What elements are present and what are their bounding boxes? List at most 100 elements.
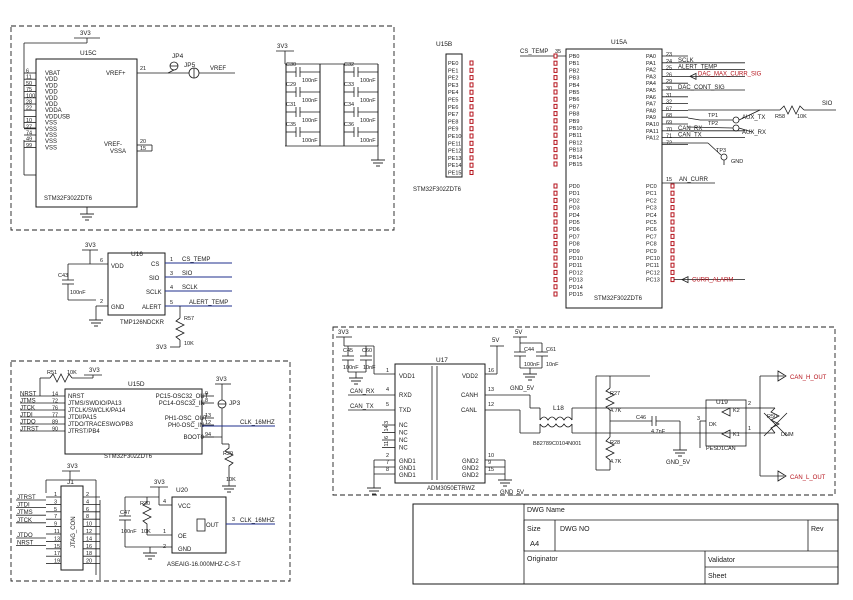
u15a-pin-name: PD1	[569, 191, 580, 197]
tb-validator: Validator	[708, 557, 736, 564]
u20-pin-out: 3	[232, 517, 235, 523]
r58-symbol	[779, 105, 805, 115]
u15c-pin-name: VSS	[45, 133, 57, 139]
u20-vcc: VCC	[178, 504, 191, 510]
u16-sio: SIO	[149, 276, 160, 282]
u15b-pin-name: PE12	[448, 149, 461, 155]
l18-ref: L18	[553, 405, 564, 412]
u16-body	[107, 252, 166, 316]
j1-pin-left: 15	[54, 544, 60, 550]
u15a-pin-marker	[553, 147, 558, 153]
u15d-left-name: NRST	[68, 394, 85, 400]
u15b-pin-marker	[469, 126, 474, 132]
u15c-pin-name: VSS	[45, 121, 57, 127]
c61-value: 10nF	[546, 362, 559, 368]
u15a-pc-name: PC7	[646, 234, 657, 240]
u15d-right-name: PH0-OSC_IN	[168, 423, 204, 429]
u17-pin-gnd2b: 9	[488, 460, 491, 466]
u15b-pin-name: PE3	[448, 83, 458, 89]
u17-pin-canh: 13	[488, 387, 494, 393]
u15c-pin-num: 6	[26, 69, 29, 75]
u15c-pin-name: VBAT	[45, 71, 61, 77]
u16-pin-sio: 3	[170, 271, 173, 277]
u15a-pa-num: 69	[666, 120, 672, 126]
u15b-ref: U15B	[436, 41, 452, 48]
u15d-left-num: 72	[52, 399, 58, 405]
u15a-body	[565, 48, 663, 309]
u15c-pin-num: 49	[26, 137, 32, 143]
u15a-pc-name: PC10	[646, 256, 660, 262]
u15a-pin-name: PB10	[569, 126, 582, 132]
u15b-pin-name: PE6	[448, 105, 458, 111]
r58-value: 10K	[797, 114, 807, 120]
j1-pin-right: 4	[86, 499, 89, 505]
c60-ref: C60	[362, 348, 372, 354]
u15b-pin-marker	[469, 67, 474, 73]
u15a-pa-name: PA4	[646, 81, 656, 87]
cap-value: 100nF	[360, 78, 376, 84]
u15a-pin-marker	[553, 226, 558, 232]
tb-originator: Originator	[527, 556, 558, 563]
jp5-ref: JP5	[184, 62, 196, 69]
u15a-pa-name: PA11	[646, 129, 659, 135]
u15a-pin-marker	[553, 284, 558, 290]
u19-pin1: 1	[748, 426, 751, 432]
u15a-pin-name: PD9	[569, 249, 580, 255]
u16-pin-alert: 5	[170, 300, 173, 306]
u15a-pin-name: PD4	[569, 213, 580, 219]
j1-pin-left: 19	[54, 559, 60, 565]
l18-coil-top	[539, 416, 573, 421]
r57-value: 10K	[184, 341, 194, 347]
r50-symbol	[770, 407, 780, 434]
u15a-pin-name: PB12	[569, 140, 582, 146]
u17-gnd5v-top: GND_5V	[510, 386, 534, 392]
cap-value: 100nF	[302, 98, 318, 104]
tb-size-value: A4	[530, 539, 539, 548]
u15b-pin-name: PE13	[448, 156, 461, 162]
u15a-pin-name: PD14	[569, 285, 583, 291]
u15a-pin-name: PD10	[569, 256, 583, 262]
u15d-left-num: 77	[52, 413, 58, 419]
u20-gnd: GND	[178, 547, 192, 553]
u17-nc-label: NC	[399, 431, 408, 437]
aux-rx-net: AUX_RX	[742, 130, 766, 136]
region-jtag-clock	[10, 360, 291, 582]
u19-dk: DK	[709, 422, 717, 428]
u15a-left-pins-d: PD0PD1PD2PD3PD4PD5PD6PD7PD8PD9PD10PD11PD…	[553, 183, 583, 298]
u15a-pin-name: PB1	[569, 61, 579, 67]
u15a-pin-name: PB11	[569, 133, 582, 139]
u15a-block: U15A STM32F302ZDT6 CS_TEMP 35 PB0PB1PB2P…	[520, 39, 836, 309]
u15b-pin-marker	[469, 82, 474, 88]
cs-temp-net: CS_TEMP	[520, 49, 548, 55]
u19-diode-top	[721, 407, 731, 417]
u15a-pa-name: PA2	[646, 68, 656, 74]
cap-ref: C30	[286, 62, 296, 68]
u15d-left-net: JTDO	[20, 420, 36, 426]
u15a-pin-marker	[553, 291, 558, 297]
u15c-pin-num: 22	[26, 106, 32, 112]
u19-body	[705, 399, 747, 447]
u15b-pin-marker	[469, 104, 474, 110]
u15b-pin-marker	[469, 170, 474, 175]
u15b-pin-marker	[469, 75, 474, 81]
u19-k2: K2	[733, 408, 740, 414]
u17-nc-pin: 14	[384, 425, 390, 431]
r57-symbol	[175, 317, 185, 341]
u15a-pin-marker	[553, 233, 558, 239]
u16-gnd: GND	[111, 305, 125, 311]
u16-pin-cs: 1	[170, 257, 173, 263]
j1-pin-left: 13	[54, 536, 60, 542]
u17-nc-pin: 6	[384, 436, 390, 439]
u15b-pin-name: PE15	[448, 171, 461, 177]
j1-pin-right: 6	[86, 507, 89, 513]
j1-pin-left: 1	[54, 492, 57, 498]
u16-alert: ALERT	[142, 305, 162, 311]
u15a-pa-name: PA5	[646, 88, 656, 94]
u17-pin-rxd: 4	[386, 387, 389, 393]
u20-part: ASEAIG-16.000MHZ-C-S-T	[167, 562, 241, 568]
r28-symbol	[605, 436, 615, 461]
